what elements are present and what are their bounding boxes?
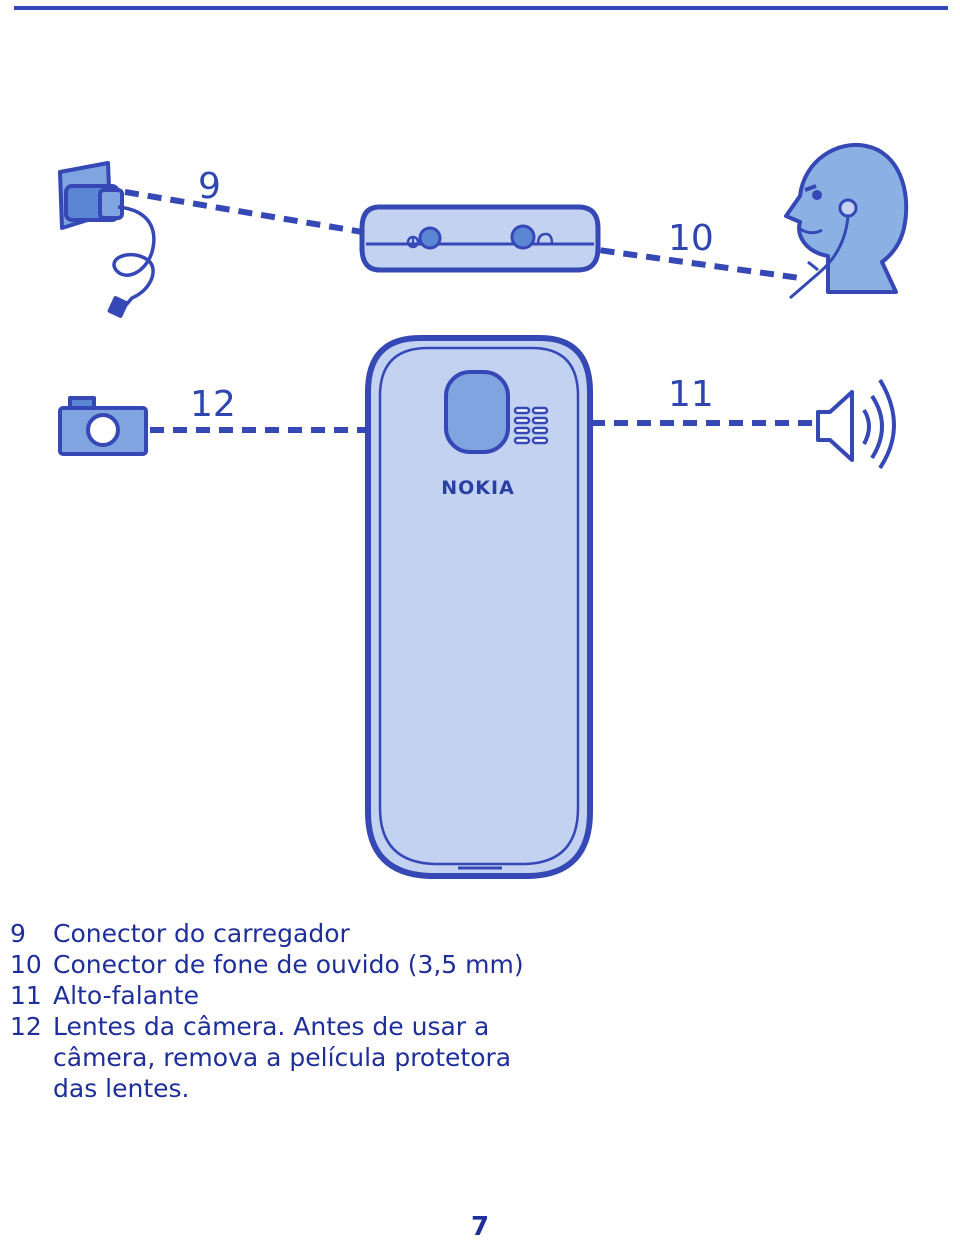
phone-top-edge [359,204,601,273]
legend-number: 11 [10,981,42,1010]
legend-item: 9 Conector do carregador [10,918,530,949]
legend-item: 12 Lentes da câmera. Antes de usar a câm… [10,1011,530,1104]
charger-port-icon [406,226,442,250]
person-headset-icon [784,143,909,300]
brand-logo: NOKIA [441,477,515,499]
legend-text: Conector do carregador [53,919,350,948]
legend-number: 12 [10,1012,42,1041]
callout-11: 11 [668,374,714,415]
legend-text: Alto-falante [53,981,200,1010]
charger-icon [58,161,156,318]
legend-text: Lentes da câmera. Antes de usar a câmera… [53,1012,512,1103]
speaker-grille [513,406,549,445]
page-number: 7 [470,1212,490,1242]
legend-item: 10 Conector de fone de ouvido (3,5 mm) [10,949,530,980]
callout-12: 12 [190,384,236,425]
parts-legend: 9 Conector do carregador 10 Conector de … [10,918,530,1104]
callout-10: 10 [668,218,714,259]
top-rule [14,6,948,10]
headset-port-icon [510,224,554,250]
camera-icon [58,396,148,456]
callout-9: 9 [198,166,221,207]
camera-lens [444,370,510,454]
loudspeaker-icon [816,378,896,470]
legend-item: 11 Alto-falante [10,980,530,1011]
legend-number: 10 [10,950,42,979]
legend-text: Conector de fone de ouvido (3,5 mm) [53,950,524,979]
leader-line-10 [554,241,801,281]
legend-number: 9 [10,919,26,948]
phone-back: NOKIA [365,335,593,879]
phone-parts-diagram: NOKIA 9 10 12 11 [58,143,909,879]
